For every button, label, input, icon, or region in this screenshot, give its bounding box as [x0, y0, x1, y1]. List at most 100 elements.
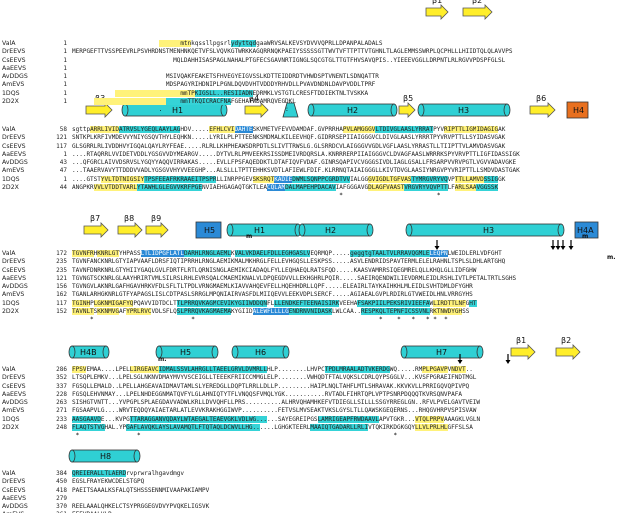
species-name: DrEEVS: [2, 374, 26, 382]
start-position: 337: [56, 382, 67, 390]
highlight-segment: GAFLAVQKLAYSL: [126, 424, 174, 432]
start-position: 352: [56, 374, 67, 382]
species-names: ValADrEEVSCsEEVSAaEEVSAvDDGSAmEVS1DQS2D2…: [2, 470, 28, 513]
highlight-segment: LIRDTTLNF: [433, 299, 466, 307]
ss-cyl-H3: H3: [405, 223, 565, 237]
highlight-segment: IDMALSSVLAHRGLLTAEELGRVLDVMRLL: [158, 366, 267, 373]
start-position: 361: [47, 511, 67, 513]
ss-arrow-β8: β8: [117, 214, 143, 238]
start-position: 384: [56, 470, 67, 477]
ss-label: H3: [483, 226, 494, 235]
ss-cyl-H1: H1: [226, 223, 302, 237]
start-position: 450: [56, 478, 67, 486]
ss-cyl-H1: H1: [121, 103, 228, 117]
species-name: CsEEVS: [2, 266, 26, 274]
highlight-segment: GVIGDLTGFVAS: [368, 175, 412, 183]
highlight-segment: TYMRGVRYVQ: [411, 175, 448, 183]
highlight-segment: VGGSSK: [476, 184, 499, 192]
highlight-segment: VRGVRYVQVPTT: [404, 184, 448, 192]
highlight-segment: NDVT: [451, 366, 466, 373]
highlight-segment: MAAIQTGADARLLRLI: [310, 424, 369, 432]
highlight-segment: LIRGEAVC: [129, 366, 159, 373]
highlight-segment: AYLWTAEGALTEAEVGKLVDLWG...: [173, 415, 267, 423]
highlight-segment: YTAWHLGLEGVVKRFPGE: [137, 184, 202, 192]
sequence-row: MERPGEFTTVSSPEEVRLPSVHRDNSTMENHNKQETVFSL…: [72, 48, 513, 56]
ss-arrow-β5: β5: [398, 94, 416, 118]
metal-mark: m.: [607, 254, 616, 261]
sequence-rows: sgttpARRLIVIDATRVSLYGEQLAAYLAGHDV.....EF…: [72, 126, 520, 192]
start-position: 228: [56, 390, 67, 398]
highlight-segment: TTLLAMVD: [454, 175, 484, 183]
highlight-segment: LTLIDPGFLATL: [140, 250, 184, 257]
ss-arrow-β1: β1: [425, 0, 449, 20]
sequence-row: EGSLFRAYEKWCDELSTGPQ: [72, 478, 145, 486]
sequence-rows: TGVNFRHKNRLGTYHPASSLTLIDPGFLATLDARHLRNGL…: [72, 250, 516, 316]
start-position: 1: [63, 73, 67, 81]
ss-label: H4B: [80, 348, 97, 357]
ss-label: H4: [573, 106, 584, 115]
highlight-segment: QREIERALLTLAERD: [72, 470, 127, 477]
highlight-segment: LGKNM: [93, 299, 112, 307]
highlight-segment: PVLAMGGGV: [342, 126, 376, 133]
start-position: 121: [56, 134, 67, 142]
species-name: AmEVS: [2, 291, 25, 299]
species-name: CsEEVS: [2, 382, 26, 390]
ss-label: β1: [432, 0, 442, 5]
highlight-segment: AA: [72, 415, 80, 423]
start-position: 1: [63, 175, 67, 183]
highlight-segment: RESPKQLTEPNFICSSVNL: [360, 308, 430, 316]
start-position: 1: [63, 150, 67, 158]
sequence-row: MDSPAGYRIHDNIPLPGNLDQVDVHTVDDDYRHVDLLPVA…: [72, 81, 376, 89]
highlight-segment: VALVKDAELFDLLEGHGASLV: [234, 250, 311, 257]
highlight-segment: FPSV: [72, 366, 87, 373]
metal-mark: m: [246, 233, 252, 240]
highlight-segment: TTARAGGANVQD: [129, 415, 174, 423]
highlight-segment: DARHLRNGLAEML: [183, 250, 231, 257]
start-positions: 384450418279370361320354: [47, 470, 67, 513]
sequence-row: PAEITSAAALKSFALQTSHSSSENNMIVAAPAKIAMPV: [72, 486, 210, 494]
start-position: 121: [56, 274, 67, 282]
sequence-row: mmTTKQICRACFNAFGEHATWDAMRQVEGDKL: [72, 98, 513, 106]
highlight-segment: ARRLIVID: [90, 126, 119, 133]
start-position: 1: [63, 56, 67, 64]
species-name: AaEEVS: [2, 150, 27, 158]
start-position: 418: [56, 486, 67, 494]
conservation-marks: . :: [72, 106, 289, 114]
residue-arrow: [555, 240, 561, 250]
species-name: 2D2X: [2, 308, 19, 316]
highlight-segment: CEVIKYGIIWDDQN: [216, 299, 268, 307]
sequence-row: MSIVQAKFEAKETSFHVEGYEIGVSSLKDTTEIDDRDTVH…: [72, 73, 379, 81]
start-position: 286: [56, 366, 67, 373]
metal-mark: m: [582, 233, 588, 240]
species-name: ValA: [2, 40, 16, 47]
start-position: 58: [59, 126, 67, 133]
highlight-segment: TGINH: [72, 299, 91, 307]
ss-label: H2: [325, 226, 336, 235]
species-name: AvDDGS: [2, 159, 28, 167]
species-name: 1DQS: [2, 89, 20, 97]
highlight-segment: HT: [469, 299, 477, 307]
highlight-segment: DAHTE: [234, 126, 253, 133]
residue-arrow: [560, 240, 566, 250]
species-name: AvDDGS: [2, 399, 28, 407]
start-position: 43: [59, 159, 67, 167]
species-name: AmEVS: [2, 167, 25, 175]
conservation-marks: * * * * * * * *: [72, 316, 448, 324]
sequence-row: TGVNFRHKNRLGTYHPASSLTLIDPGFLATLDARHLRNGL…: [72, 250, 502, 257]
highlight-segment: TPDLMRAALADTVKERDG: [324, 366, 390, 373]
start-position: 279: [56, 494, 67, 502]
ss-arrow-β4: β4: [244, 94, 269, 118]
ss-label: H3: [458, 106, 469, 115]
ss-box-H5: H5: [195, 221, 222, 239]
sequence-row: EEEVRAALVLR: [72, 511, 209, 513]
start-position: 44: [59, 184, 67, 192]
sequence-row: ....GTSTYVLTDTNIGSIYTPSFEEAFRKRAAEITPSPR…: [72, 175, 506, 183]
sequence-row: mmTPKIGSLL..RESIIADNEDRMKLVSTGTLCRESFTDD…: [115, 89, 369, 97]
ss-label: H2: [347, 106, 358, 115]
start-position: 235: [56, 266, 67, 274]
species-name: ValA: [2, 250, 16, 257]
highlight-segment: KIGSLL..RESIIADN: [194, 89, 253, 97]
sequence-row: GLSGRRLRLIVDDHVYIGQALQAYLRYFEAE.....RLRL…: [72, 142, 506, 150]
